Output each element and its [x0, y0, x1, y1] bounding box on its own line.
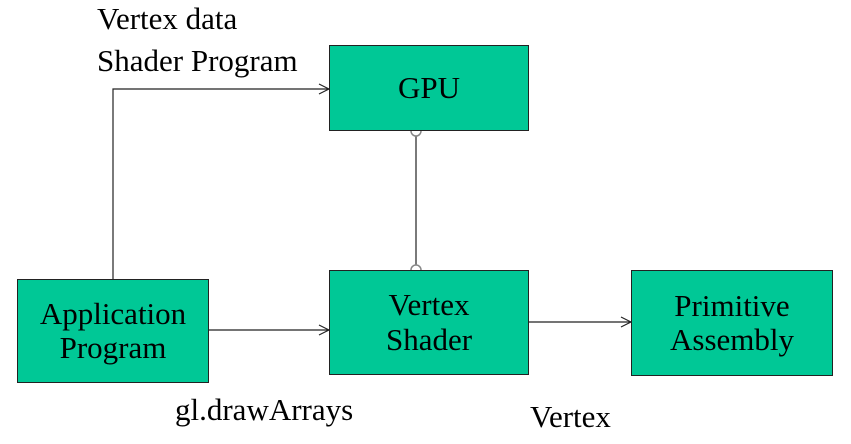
- vertex-output-label: Vertex: [530, 399, 611, 434]
- primitive-assembly-label: Primitive Assembly: [670, 287, 794, 357]
- connector-app-to-gpu: [112, 89, 329, 279]
- application-program-label: Application Program: [39, 295, 187, 365]
- shader-program-label: Shader Program: [97, 43, 298, 78]
- gpu-box: GPU: [329, 45, 529, 131]
- vertex-data-label: Vertex data: [97, 1, 238, 36]
- application-program-box: Application Program: [17, 279, 209, 383]
- vertex-shader-box: Vertex Shader: [329, 270, 529, 375]
- primitive-assembly-box: Primitive Assembly: [631, 270, 833, 376]
- vertex-shader-label: Vertex Shader: [385, 287, 473, 357]
- draw-arrays-label: gl.drawArrays: [175, 392, 354, 427]
- gpu-label: GPU: [397, 69, 460, 105]
